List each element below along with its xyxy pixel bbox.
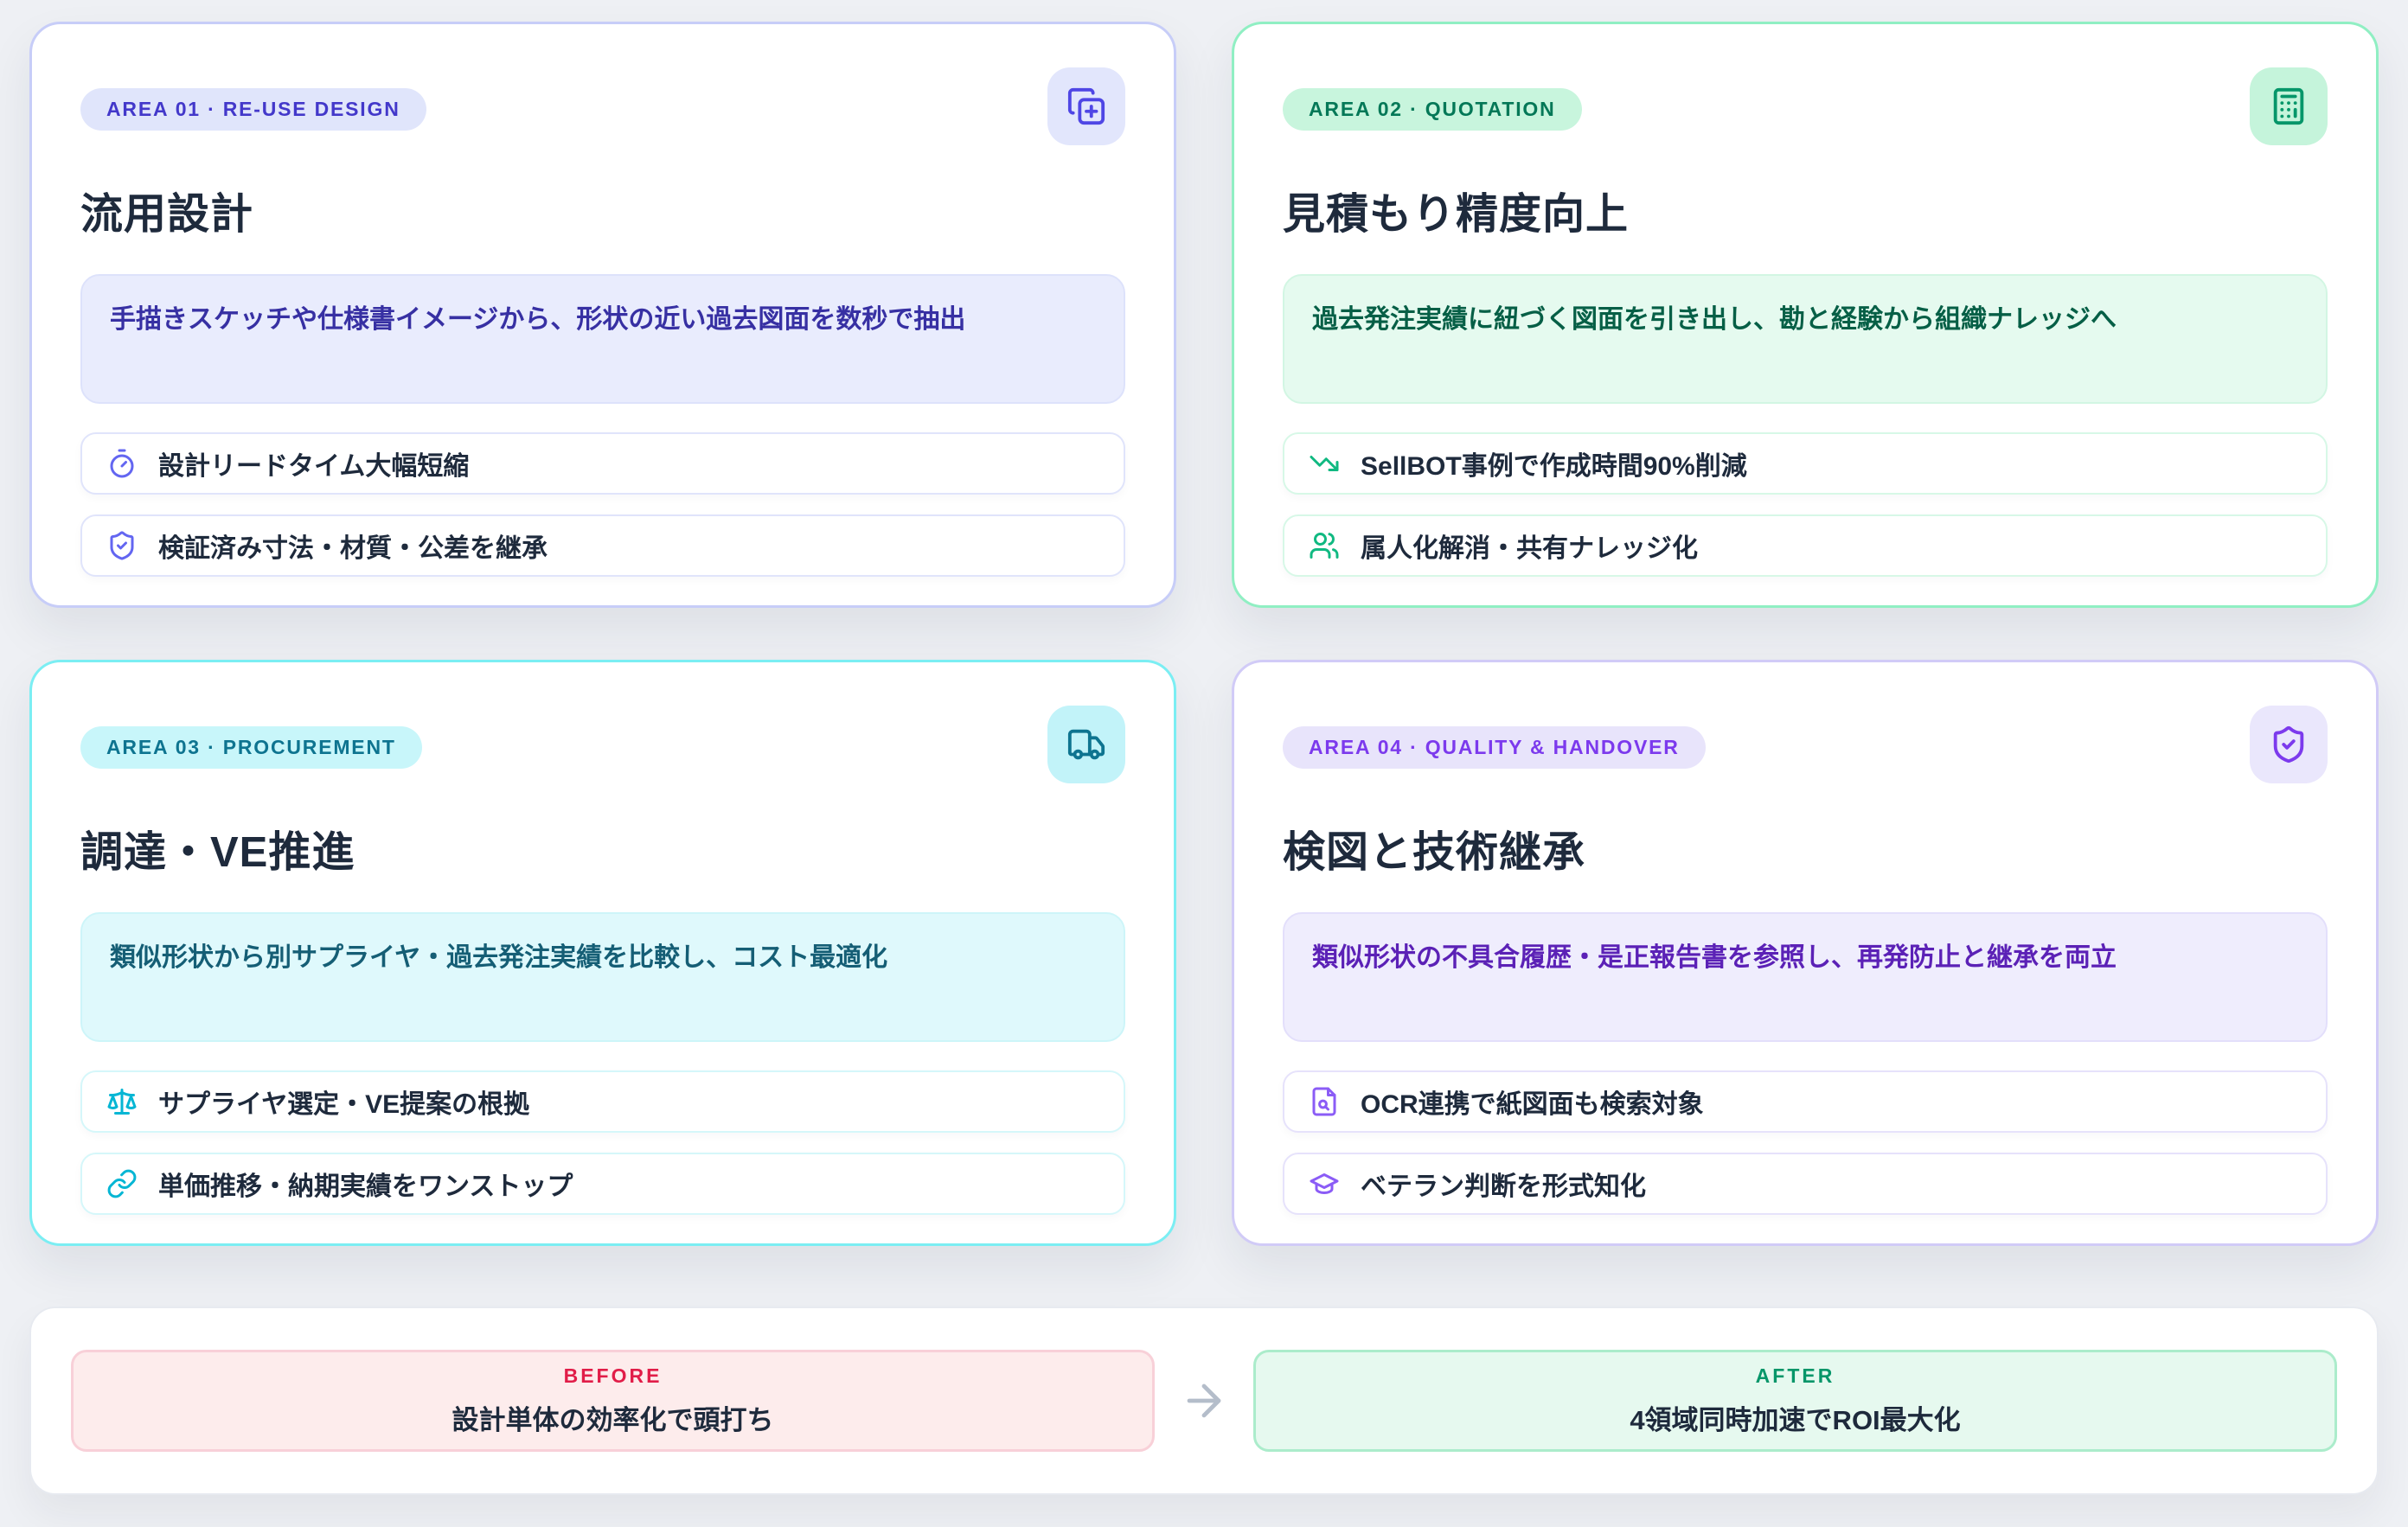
card-title: 流用設計 bbox=[80, 191, 254, 238]
graduation-cap-icon bbox=[1309, 1168, 1340, 1199]
card-title: 調達・VE推進 bbox=[80, 829, 355, 876]
before-text: 設計単体の効率化で頭打ち bbox=[452, 1405, 774, 1435]
list-item-label: 設計リードタイム大幅短縮 bbox=[158, 452, 470, 481]
area-badge: AREA 01 · RE-USE DESIGN bbox=[80, 88, 426, 131]
card-quality-handover: AREA 04 · QUALITY & HANDOVER 検図と技術継承 類似形… bbox=[1232, 660, 2379, 1246]
calculator-icon bbox=[2250, 67, 2328, 145]
card-description: 類似形状の不具合履歴・是正報告書を参照し、再発防止と継承を両立 bbox=[1283, 912, 2328, 1042]
file-search-icon bbox=[1309, 1086, 1340, 1117]
arrow-right-icon bbox=[1155, 1350, 1253, 1452]
before-box: BEFORE 設計単体の効率化で頭打ち bbox=[71, 1350, 1155, 1452]
card-item-list: 設計リードタイム大幅短縮 検証済み寸法・材質・公差を継承 bbox=[80, 432, 1125, 577]
before-label: BEFORE bbox=[563, 1364, 663, 1387]
truck-icon bbox=[1047, 706, 1125, 783]
list-item: サプライヤ選定・VE提案の根拠 bbox=[80, 1070, 1125, 1133]
timer-icon bbox=[106, 448, 138, 479]
list-item: 設計リードタイム大幅短縮 bbox=[80, 432, 1125, 495]
list-item-label: OCR連携で紙図面も検索対象 bbox=[1361, 1090, 1704, 1119]
card-reuse-design: AREA 01 · RE-USE DESIGN 流用設計 手描きスケッチや仕様書… bbox=[29, 22, 1176, 608]
after-label: AFTER bbox=[1755, 1364, 1835, 1387]
scale-icon bbox=[106, 1086, 138, 1117]
users-icon bbox=[1309, 530, 1340, 561]
card-header: AREA 02 · QUOTATION bbox=[1283, 67, 2328, 145]
list-item: SellBOT事例で作成時間90%削減 bbox=[1283, 432, 2328, 495]
card-description: 手描きスケッチや仕様書イメージから、形状の近い過去図面を数秒で抽出 bbox=[80, 274, 1125, 404]
card-item-list: SellBOT事例で作成時間90%削減 属人化解消・共有ナレッジ化 bbox=[1283, 432, 2328, 577]
before-after-summary-bar: BEFORE 設計単体の効率化で頭打ち AFTER 4領域同時加速でROI最大化 bbox=[29, 1307, 2379, 1495]
card-header: AREA 01 · RE-USE DESIGN bbox=[80, 67, 1125, 145]
card-title: 見積もり精度向上 bbox=[1283, 191, 1630, 238]
link-icon bbox=[106, 1168, 138, 1199]
feature-card-grid: AREA 01 · RE-USE DESIGN 流用設計 手描きスケッチや仕様書… bbox=[29, 22, 2379, 1246]
card-quotation: AREA 02 · QUOTATION 見積もり精度向上 過去発注実績に紐づく図… bbox=[1232, 22, 2379, 608]
list-item-label: 属人化解消・共有ナレッジ化 bbox=[1361, 534, 1698, 563]
list-item: 属人化解消・共有ナレッジ化 bbox=[1283, 514, 2328, 577]
list-item: 検証済み寸法・材質・公差を継承 bbox=[80, 514, 1125, 577]
list-item-label: サプライヤ選定・VE提案の根拠 bbox=[158, 1090, 530, 1119]
list-item-label: SellBOT事例で作成時間90%削減 bbox=[1361, 452, 1747, 481]
card-item-list: サプライヤ選定・VE提案の根拠 単価推移・納期実績をワンストップ bbox=[80, 1070, 1125, 1215]
area-badge: AREA 03 · PROCUREMENT bbox=[80, 726, 422, 769]
list-item: ベテラン判断を形式知化 bbox=[1283, 1153, 2328, 1215]
list-item-label: ベテラン判断を形式知化 bbox=[1361, 1172, 1646, 1201]
card-item-list: OCR連携で紙図面も検索対象 ベテラン判断を形式知化 bbox=[1283, 1070, 2328, 1215]
card-description: 類似形状から別サプライヤ・過去発注実績を比較し、コスト最適化 bbox=[80, 912, 1125, 1042]
list-item-label: 単価推移・納期実績をワンストップ bbox=[158, 1172, 573, 1201]
card-procurement: AREA 03 · PROCUREMENT 調達・VE推進 類似形状から別サプラ… bbox=[29, 660, 1176, 1246]
copy-plus-icon bbox=[1047, 67, 1125, 145]
after-box: AFTER 4領域同時加速でROI最大化 bbox=[1253, 1350, 2337, 1452]
card-description: 過去発注実績に紐づく図面を引き出し、勘と経験から組織ナレッジへ bbox=[1283, 274, 2328, 404]
list-item: OCR連携で紙図面も検索対象 bbox=[1283, 1070, 2328, 1133]
area-badge: AREA 02 · QUOTATION bbox=[1283, 88, 1582, 131]
list-item-label: 検証済み寸法・材質・公差を継承 bbox=[158, 534, 548, 563]
after-text: 4領域同時加速でROI最大化 bbox=[1630, 1405, 1961, 1435]
shield-check-icon bbox=[2250, 706, 2328, 783]
list-item: 単価推移・納期実績をワンストップ bbox=[80, 1153, 1125, 1215]
card-title: 検図と技術継承 bbox=[1283, 829, 1586, 876]
area-badge: AREA 04 · QUALITY & HANDOVER bbox=[1283, 726, 1706, 769]
trending-down-icon bbox=[1309, 448, 1340, 479]
card-header: AREA 03 · PROCUREMENT bbox=[80, 706, 1125, 783]
card-header: AREA 04 · QUALITY & HANDOVER bbox=[1283, 706, 2328, 783]
shield-check-icon bbox=[106, 530, 138, 561]
